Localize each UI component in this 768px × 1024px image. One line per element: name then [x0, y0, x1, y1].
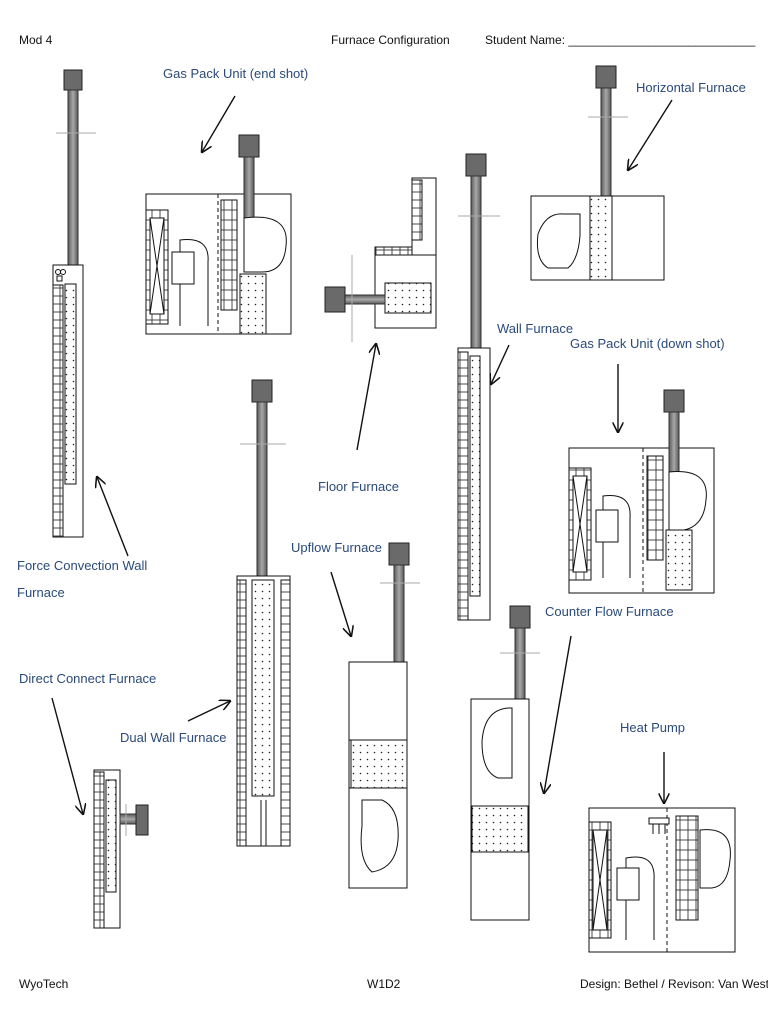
- upflow-furnace: [348, 542, 420, 889]
- dual-wall-furnace: [236, 379, 291, 847]
- arrow-floor: [356, 344, 376, 451]
- direct-connect-furnace: [93, 769, 149, 929]
- force-convection-wall-furnace: [52, 69, 96, 538]
- worksheet-title: Furnace Configuration: [331, 33, 450, 47]
- footer-code: W1D2: [367, 977, 401, 991]
- arrow-direct-connect: [51, 697, 83, 814]
- label-floor-furnace: Floor Furnace: [318, 479, 399, 494]
- arrow-gas-pack-end: [202, 95, 236, 152]
- label-heat-pump: Heat Pump: [620, 720, 686, 735]
- label-force-convection-line1: Force Convection Wall: [17, 558, 148, 573]
- arrow-horizontal: [628, 99, 673, 170]
- callout-arrows: [51, 95, 673, 814]
- floor-furnace: [324, 177, 437, 342]
- label-direct-connect-furnace: Direct Connect Furnace: [19, 671, 157, 686]
- footer-credits: Design: Bethel / Revison: Van West: [580, 977, 768, 991]
- gas-pack-unit-end-shot: [145, 134, 292, 335]
- arrow-dual-wall: [187, 701, 230, 722]
- horizontal-furnace: [530, 65, 665, 281]
- label-wall-furnace: Wall Furnace: [497, 321, 574, 336]
- label-force-convection-line2: Furnace: [17, 585, 65, 600]
- label-upflow-furnace: Upflow Furnace: [291, 540, 383, 555]
- label-horizontal-furnace: Horizontal Furnace: [636, 80, 746, 95]
- label-counter-flow-furnace: Counter Flow Furnace: [545, 604, 674, 619]
- label-gas-pack-end: Gas Pack Unit (end shot): [163, 66, 309, 81]
- label-gas-pack-down: Gas Pack Unit (down shot): [570, 336, 725, 351]
- arrow-force-convection: [97, 477, 129, 557]
- label-dual-wall-furnace: Dual Wall Furnace: [120, 730, 227, 745]
- arrow-wall: [491, 344, 510, 384]
- footer-school: WyoTech: [19, 977, 69, 991]
- arrow-counter-flow: [544, 635, 572, 793]
- heat-pump: [588, 807, 736, 953]
- arrow-upflow: [330, 571, 351, 636]
- wall-furnace: [457, 153, 500, 621]
- counter-flow-furnace: [470, 605, 540, 921]
- module-label: Mod 4: [19, 33, 53, 47]
- student-name-field: Student Name: __________________________…: [485, 33, 756, 47]
- gas-pack-unit-down-shot: [568, 389, 715, 594]
